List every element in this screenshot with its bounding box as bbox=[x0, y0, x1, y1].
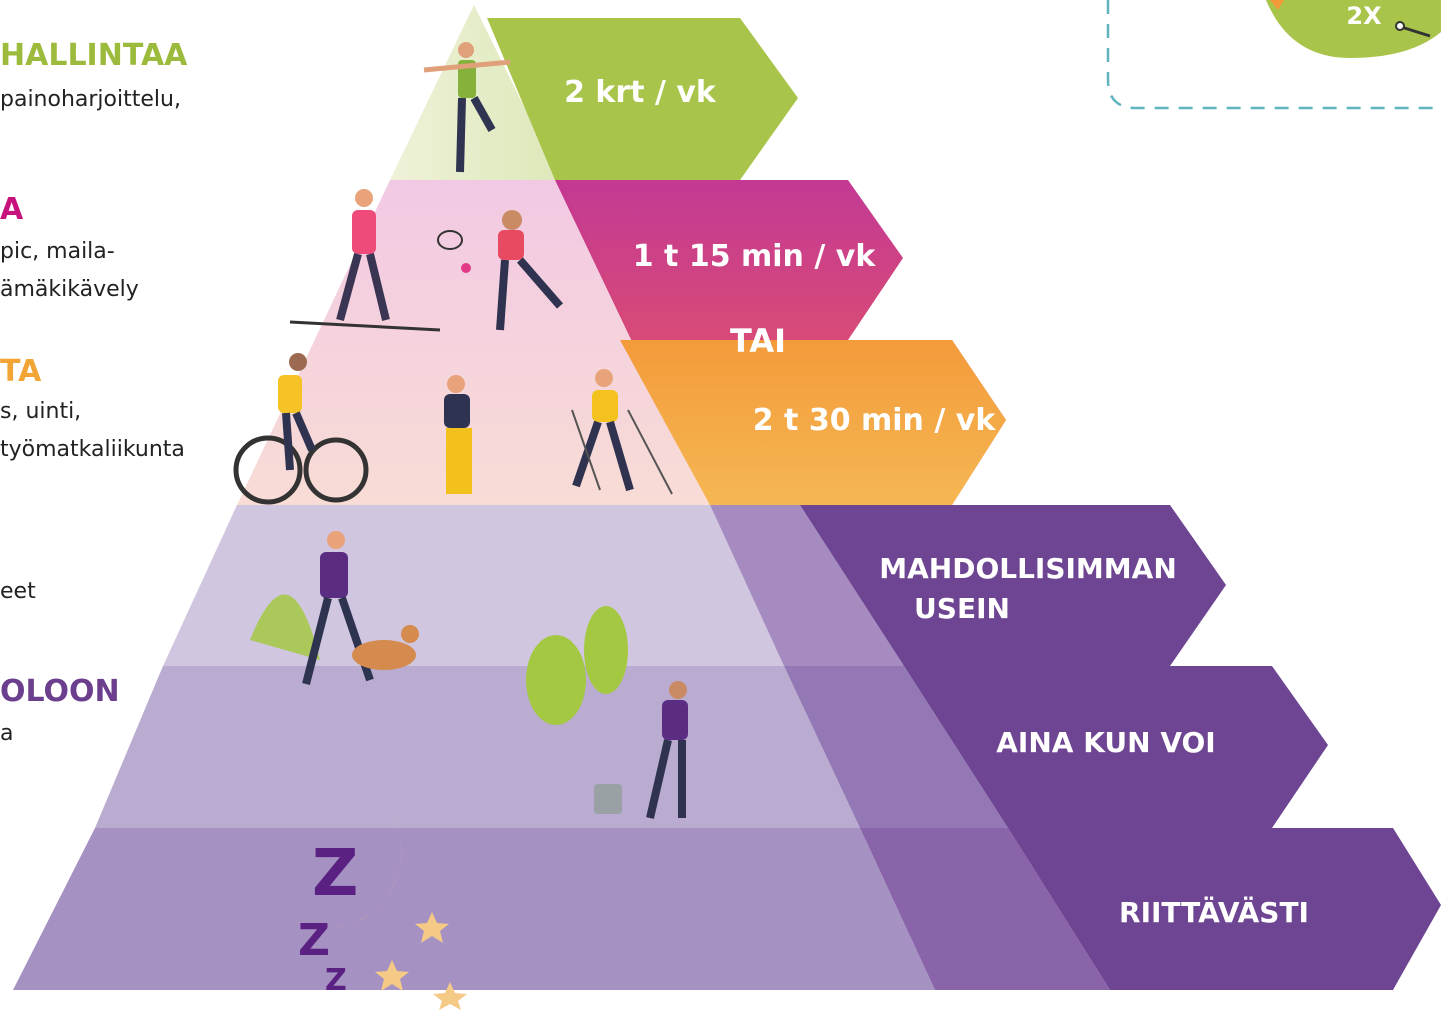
tier-sleep bbox=[13, 828, 1441, 990]
yoga-figure-illustration bbox=[423, 42, 511, 173]
daily-body: eet bbox=[0, 579, 36, 604]
sitting-body: a bbox=[0, 721, 14, 746]
star-icons bbox=[375, 912, 467, 1010]
strength-heading: HALLINTAA bbox=[0, 38, 188, 73]
svg-text:Z: Z bbox=[312, 837, 358, 911]
moderate-frequency-label: 2 t 30 min / vk bbox=[753, 403, 997, 438]
vigorous-frequency-label: 1 t 15 min / vk bbox=[633, 239, 877, 274]
plant-stretch-illustration bbox=[526, 606, 688, 819]
skier-illustration bbox=[289, 189, 441, 332]
dancer-illustration bbox=[444, 375, 472, 494]
daily-frequency-label-line2: USEIN bbox=[914, 592, 1010, 625]
vigorous-body-line1: pic, maila- bbox=[0, 239, 115, 264]
daily-frequency-label-line1: MAHDOLLISIMMAN bbox=[879, 552, 1177, 585]
sleep-frequency-label: RIITTÄVÄSTI bbox=[1119, 895, 1309, 929]
moon-icon: Z Z Z bbox=[272, 800, 402, 998]
badge-label: 2X bbox=[1346, 2, 1382, 30]
sitting-heading: OLOON bbox=[0, 674, 120, 709]
moderate-heading: TA bbox=[0, 354, 42, 389]
svg-text:Z: Z bbox=[298, 915, 330, 966]
strength-body: painoharjoittelu, bbox=[0, 87, 181, 112]
walker-illustration bbox=[571, 369, 673, 495]
dog-walker-illustration bbox=[250, 531, 419, 685]
moderate-body-line1: s, uinti, bbox=[0, 399, 82, 424]
svg-text:Z: Z bbox=[325, 963, 347, 998]
break-frequency-label: AINA KUN VOI bbox=[996, 726, 1215, 759]
strength-frequency-label: 2 krt / vk bbox=[564, 75, 717, 110]
moderate-body-line2: työmatkaliikunta bbox=[0, 437, 185, 462]
tennis-player-illustration bbox=[437, 210, 564, 331]
or-label: TAI bbox=[730, 322, 786, 360]
dashed-callout-box bbox=[1106, 0, 1441, 110]
cyclist-illustration bbox=[233, 353, 369, 505]
vigorous-body-line2: ämäkikävely bbox=[0, 277, 139, 302]
badge-circle bbox=[1266, 0, 1441, 58]
vigorous-heading: A bbox=[0, 192, 24, 227]
